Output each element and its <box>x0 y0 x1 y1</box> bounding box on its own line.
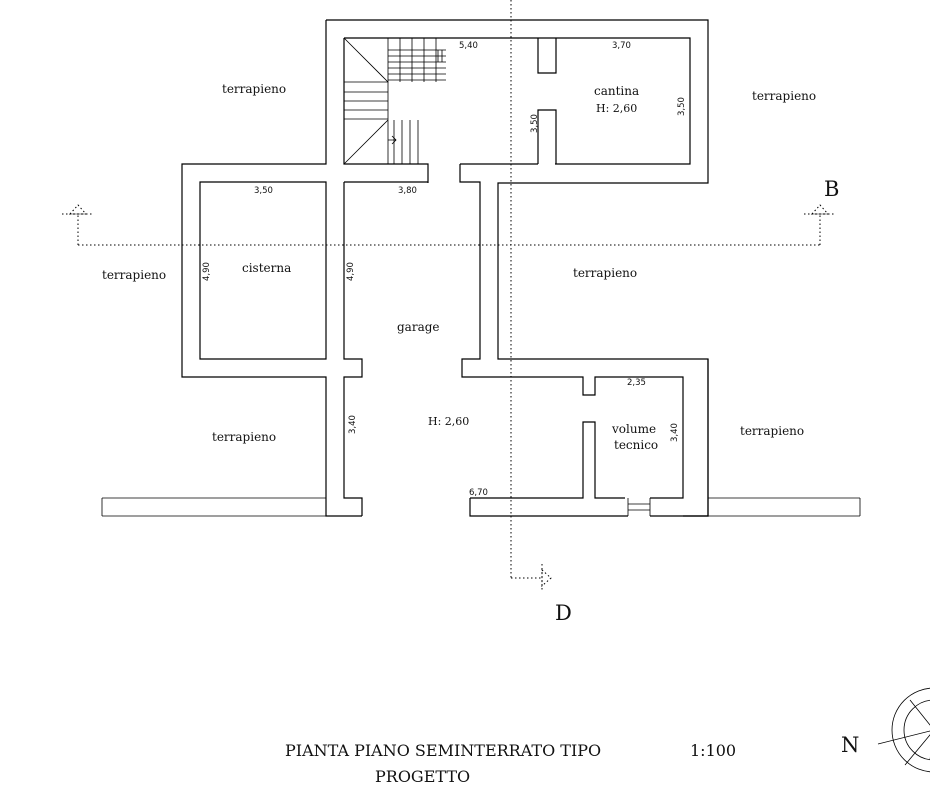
dimension-label: 6,70 <box>469 488 488 498</box>
cantina-height: H: 2,60 <box>596 102 637 115</box>
terrapieno-label: terrapieno <box>212 430 276 444</box>
section-line-d <box>510 0 552 592</box>
garage-height: H: 2,60 <box>428 415 469 428</box>
stair <box>343 37 446 165</box>
terrapieno-label: terrapieno <box>740 424 804 438</box>
dimension-label: 3,40 <box>670 423 680 442</box>
dimension-label: 5,40 <box>459 41 478 51</box>
dimension-label: 4,90 <box>346 262 356 281</box>
terrapieno-label: terrapieno <box>222 82 286 96</box>
north-label: N <box>841 733 859 757</box>
dimension-label: 3,50 <box>677 97 687 116</box>
cisterna-label: cisterna <box>242 261 291 275</box>
section-label-d: D <box>555 601 572 625</box>
drawing-title: PIANTA PIANO SEMINTERRATO TIPO <box>285 741 601 760</box>
section-label-b: B <box>824 177 839 201</box>
section-line-b <box>62 204 836 246</box>
volume-tecnico-label: tecnico <box>614 438 658 452</box>
volume-tecnico-label: volume <box>611 422 656 436</box>
dimension-label: 3,40 <box>348 415 358 434</box>
terrapieno-label: terrapieno <box>573 266 637 280</box>
drawing-scale: 1:100 <box>690 741 736 760</box>
garage-label: garage <box>397 320 440 334</box>
terrapieno-label: terrapieno <box>752 89 816 103</box>
dimension-label: 3,50 <box>254 186 273 196</box>
drawing-subtitle: PROGETTO <box>375 767 470 786</box>
dimension-label: 3,80 <box>398 186 417 196</box>
ground-line <box>101 497 861 517</box>
dimension-label: 3,70 <box>612 41 631 51</box>
terrapieno-label: terrapieno <box>102 268 166 282</box>
cantina-label: cantina <box>594 84 639 98</box>
dimension-label: 4,90 <box>202 262 212 281</box>
dimension-label: 3,50 <box>530 114 540 133</box>
dimension-label: 2,35 <box>627 378 646 388</box>
north-arrow-icon <box>877 687 930 773</box>
